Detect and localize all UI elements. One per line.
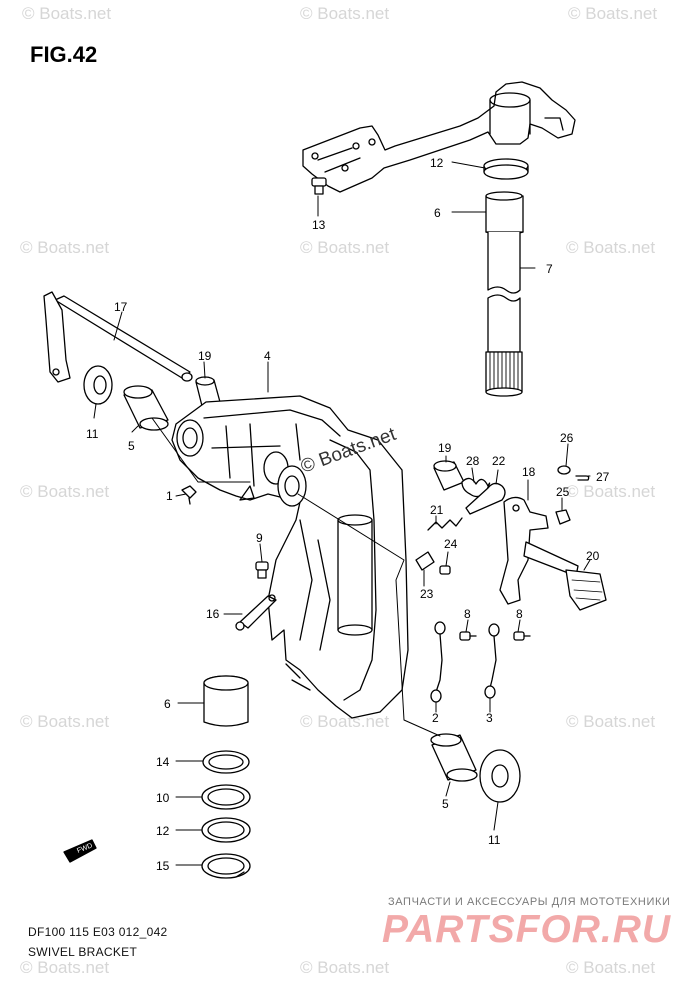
watermark: © Boats.net <box>300 4 390 23</box>
watermark: © Boats.net <box>22 4 112 23</box>
shop-slogan: ЗАПЧАСТИ И АКСЕССУАРЫ ДЛЯ МОТОТЕХНИКИ <box>388 896 671 908</box>
steering-arm <box>302 81 576 193</box>
bushing <box>123 385 169 431</box>
watermark: © Boats.net <box>566 958 656 977</box>
callout-6: 6 <box>434 206 441 220</box>
tilt-lock-lever <box>499 496 549 605</box>
bushing <box>195 376 221 407</box>
bolt <box>311 177 327 195</box>
callout-8: 8 <box>464 607 471 621</box>
bushing <box>430 733 478 782</box>
clip <box>415 551 435 571</box>
callout-15: 15 <box>156 859 170 873</box>
callout-14: 14 <box>156 755 170 769</box>
watermark: © Boats.net <box>300 238 390 257</box>
bolt <box>255 561 269 579</box>
cotter-pin <box>575 475 590 481</box>
callout-24: 24 <box>444 537 458 551</box>
callout-6: 6 <box>164 697 171 711</box>
figure-title: FIG.42 <box>30 42 98 67</box>
snap-ring <box>201 853 251 879</box>
callout-23: 23 <box>420 587 434 601</box>
callout-3: 3 <box>486 711 493 725</box>
watermark: © Boats.net <box>566 712 656 731</box>
callout-12: 12 <box>156 824 170 838</box>
diagram-code: DF100 115 E03 012_042 <box>28 925 168 939</box>
callout-5: 5 <box>128 439 135 453</box>
callout-19: 19 <box>438 441 452 455</box>
bolt <box>513 631 531 641</box>
washer <box>83 365 113 405</box>
washer <box>202 750 250 774</box>
callout-12: 12 <box>430 156 444 170</box>
callout-11: 11 <box>488 833 501 847</box>
washer <box>201 817 251 843</box>
bolt <box>459 631 477 641</box>
watermark: © Boats.net <box>566 482 656 501</box>
callout-19: 19 <box>198 349 212 363</box>
leader-lines <box>93 161 591 866</box>
callout-5: 5 <box>442 797 449 811</box>
tilt-lever-handle <box>523 541 607 611</box>
callout-9: 9 <box>256 531 263 545</box>
watermark: © Boats.net <box>300 958 390 977</box>
callout-26: 26 <box>560 431 574 445</box>
watermark: © Boats.net <box>20 958 110 977</box>
callout-2: 2 <box>432 711 439 725</box>
hook <box>465 482 506 515</box>
washer <box>201 784 251 810</box>
callout-11: 11 <box>86 427 99 441</box>
swivel-bracket <box>171 395 409 719</box>
callout-28: 28 <box>466 454 480 468</box>
callout-13: 13 <box>312 218 326 232</box>
bolt <box>439 565 451 575</box>
lever <box>235 594 277 631</box>
watermark: © Boats.net <box>20 238 110 257</box>
washer <box>557 465 571 475</box>
watermark: © Boats.net <box>20 482 110 501</box>
ground-wire <box>430 621 446 703</box>
callout-10: 10 <box>156 791 170 805</box>
forward-direction-arrow: FWD <box>63 839 97 863</box>
spring <box>427 517 463 531</box>
callout-8: 8 <box>516 607 523 621</box>
steering-shaft <box>483 158 529 397</box>
callout-25: 25 <box>556 485 570 499</box>
callout-16: 16 <box>206 607 220 621</box>
watermark: © Boats.net <box>568 4 658 23</box>
callout-20: 20 <box>586 549 600 563</box>
bushing <box>433 460 465 491</box>
callout-17: 17 <box>114 300 128 314</box>
callout-18: 18 <box>522 465 536 479</box>
callout-7: 7 <box>546 262 553 276</box>
ground-wire <box>484 623 500 699</box>
nut <box>555 509 571 525</box>
callout-21: 21 <box>430 503 444 517</box>
callout-1: 1 <box>166 489 173 503</box>
bushing <box>203 675 249 727</box>
washer <box>479 749 521 803</box>
watermark: © Boats.net <box>20 712 110 731</box>
callout-numbers: 12 6 7 13 17 19 4 11 5 1 9 16 6 14 10 12… <box>86 156 610 873</box>
callout-27: 27 <box>596 470 610 484</box>
callout-22: 22 <box>492 454 506 468</box>
callout-4: 4 <box>264 349 271 363</box>
diagram-name: SWIVEL BRACKET <box>28 945 138 959</box>
grease-nipple <box>181 485 197 505</box>
watermark: © Boats.net <box>566 238 656 257</box>
shop-logo: PARTSFOR.RU <box>382 908 672 951</box>
watermark: © Boats.net <box>300 712 390 731</box>
tilt-tube <box>43 291 193 383</box>
